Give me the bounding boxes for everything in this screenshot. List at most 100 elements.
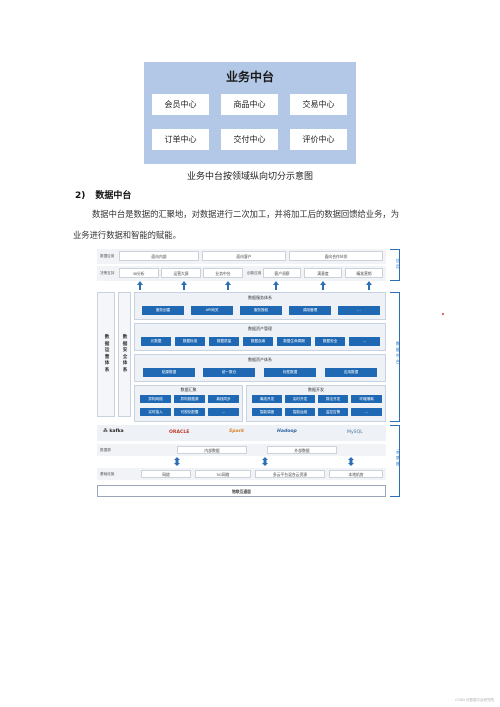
app-item: 面向合作伙伴 xyxy=(289,251,383,261)
asset-system-item: 标签数据 xyxy=(264,368,316,377)
development-item: 环境隔离 xyxy=(351,395,382,403)
ops-system-column: 数据运营体系 xyxy=(97,292,115,417)
infra-row: 基础设施 网络 5G网络 多云平台混合云资源 本地机房 xyxy=(97,468,386,480)
red-dot xyxy=(442,313,444,315)
aggregation-panel: 数据汇聚 异构网络 异构数据源 离线同步 实时接入 可视化配置 ... xyxy=(134,385,243,422)
development-panel: 数据开发 离线开发 实时开发 算法开发 环境隔离 智能调度 智能运维 监控告警 … xyxy=(246,385,386,422)
development-item: ... xyxy=(351,408,382,416)
data-platform-diagram: 数据应用 面向内部 面向客户 面向合作伙伴 决策支持 BI分析 运营大屏 业务中… xyxy=(93,249,409,501)
section-heading: 2) 数据中台 xyxy=(75,188,131,201)
infra-item: 网络 xyxy=(141,470,191,478)
base-bracket xyxy=(390,425,400,497)
business-platform-figure: 业务中台 会员中心 商品中心 交易中心 订单中心 交付中心 评价中心 xyxy=(144,62,356,164)
development-item: 智能运维 xyxy=(285,408,315,416)
aggregation-item: 可视化配置 xyxy=(174,408,205,416)
module-box: 交易中心 xyxy=(290,94,347,115)
aggregation-item: 实时接入 xyxy=(140,408,171,416)
paragraph-line: 数据中台是数据的汇聚地，对数据进行二次加工，并将加工后的数据回馈给业务，为 xyxy=(92,209,399,219)
development-item: 离线开发 xyxy=(252,395,282,403)
mysql-logo: MySQL xyxy=(347,430,363,435)
asset-mgmt-item: 数据质量 xyxy=(209,337,239,346)
service-item: 调用管理 xyxy=(289,306,331,315)
base-bracket-label: 云底座 xyxy=(395,449,401,466)
row-label: 数据源 xyxy=(100,448,111,452)
security-system-column: 数据安全体系 xyxy=(118,292,131,417)
asset-system-item: 贴源数据 xyxy=(143,368,195,377)
iot-layer: 物联互通层 xyxy=(97,485,386,497)
asset-system-item: 应用数据 xyxy=(325,368,377,377)
aggregation-item: 异构网络 xyxy=(140,395,171,403)
service-item: ... xyxy=(338,306,380,315)
app-item: BI分析 xyxy=(119,268,159,278)
app-item: 面向内部 xyxy=(119,251,199,261)
app-item: 面向客户 xyxy=(202,251,286,261)
aggregation-item: 离线同步 xyxy=(208,395,239,403)
panel-title: 数据开发 xyxy=(308,387,324,392)
sources-row: 数据源 内部数据 外部数据 xyxy=(97,444,386,456)
row-label: 创新应用 xyxy=(247,271,262,275)
asset-mgmt-item: 数据标准 xyxy=(175,337,205,346)
module-box: 订单中心 xyxy=(152,129,209,150)
figure-caption: 业务中台按领域纵向切分示意图 xyxy=(186,172,313,182)
app-item: 精准营销 xyxy=(345,268,383,278)
module-box: 交付中心 xyxy=(221,129,278,150)
service-item: API网关 xyxy=(191,306,233,315)
up-arrows xyxy=(137,281,372,290)
business-platform-title: 业务中台 xyxy=(225,70,274,84)
panel-title: 数据汇聚 xyxy=(180,387,197,392)
asset-mgmt-item: ... xyxy=(349,337,380,346)
panel-title: 数据服务体系 xyxy=(248,295,272,300)
asset-system-item: 统一数仓 xyxy=(203,368,255,377)
platform-bracket xyxy=(390,292,400,422)
arrow-icon xyxy=(137,281,372,290)
section-number: 2) xyxy=(75,191,86,201)
ops-system-label: 数据运营体系 xyxy=(104,335,110,373)
development-item: 实时开发 xyxy=(285,395,315,403)
hadoop-logo: Hadoop xyxy=(277,429,297,434)
infra-item: 多云平台混合云资源 xyxy=(255,470,325,478)
oracle-logo: ORACLE xyxy=(169,430,190,435)
asset-mgmt-item: 数据安全 xyxy=(315,337,345,346)
module-box: 商品中心 xyxy=(221,94,278,115)
tech-strip: ⁂ kafka ORACLE Spark Hadoop MySQL xyxy=(97,425,386,441)
section-title: 数据中台 xyxy=(95,191,132,201)
row-label: 基础设施 xyxy=(100,472,115,476)
aggregation-item: ... xyxy=(208,408,239,416)
source-item: 内部数据 xyxy=(177,446,247,454)
panel-title: 数据资产体系 xyxy=(248,357,272,362)
app-item: 运营大屏 xyxy=(161,268,201,278)
development-item: 智能调度 xyxy=(252,408,282,416)
app-item: 满意度 xyxy=(304,268,342,278)
asset-system-panel: 数据资产体系 贴源数据 统一数仓 标签数据 应用数据 xyxy=(134,354,386,382)
source-item: 外部数据 xyxy=(267,446,337,454)
watermark: CSDN @数据中台研究院 xyxy=(454,698,494,702)
app-item: 业务中台 xyxy=(203,268,243,278)
double-arrows xyxy=(174,457,354,466)
aggregation-item: 异构数据源 xyxy=(174,395,205,403)
panel-title: 数据资产管理 xyxy=(248,326,272,331)
asset-mgmt-item: 元数据 xyxy=(141,337,171,346)
bracket-label: 应用 xyxy=(395,258,401,269)
arrow-icon xyxy=(174,457,354,466)
development-item: 算法开发 xyxy=(318,395,348,403)
row-label: 决策支持 xyxy=(100,271,115,275)
infra-item: 5G网络 xyxy=(195,470,251,478)
infra-item: 本地机房 xyxy=(329,470,383,478)
service-item: 服务授权 xyxy=(240,306,282,315)
module-box: 评价中心 xyxy=(290,129,347,150)
module-box: 会员中心 xyxy=(152,94,209,115)
platform-bracket-label: 数据中台 xyxy=(395,341,401,364)
asset-mgmt-panel: 数据资产管理 元数据 数据标准 数据质量 数据血缘 数据生命周期 数据安全 ..… xyxy=(134,323,386,351)
spark-logo: Spark xyxy=(229,429,245,434)
row-label: 数据应用 xyxy=(100,254,115,258)
security-system-label: 数据安全体系 xyxy=(122,335,128,373)
paragraph-line: 业务进行数据和智能的赋能。 xyxy=(73,230,181,240)
kafka-logo: ⁂ kafka xyxy=(103,429,124,434)
app-item: 客户洞察 xyxy=(263,268,301,278)
service-item: 服务创建 xyxy=(142,306,184,315)
app-row-2: 决策支持 BI分析 运营大屏 业务中台 创新应用 客户洞察 满意度 精准营销 xyxy=(97,266,386,281)
asset-mgmt-item: 数据生命周期 xyxy=(277,337,311,346)
app-row-1: 数据应用 面向内部 面向客户 面向合作伙伴 xyxy=(97,249,386,264)
development-item: 监控告警 xyxy=(318,408,348,416)
asset-mgmt-item: 数据血缘 xyxy=(243,337,273,346)
